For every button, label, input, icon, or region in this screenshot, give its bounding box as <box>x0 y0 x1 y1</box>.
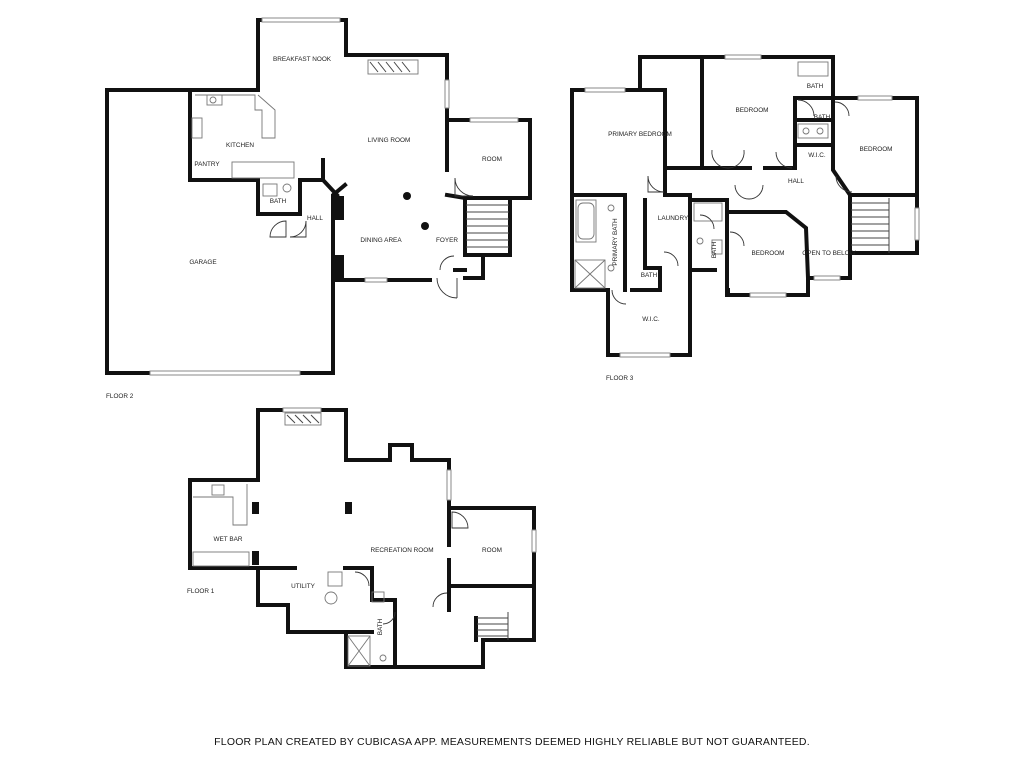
room-label-bedroom-3: BEDROOM <box>751 250 784 257</box>
room-label-laundry: LAUNDRY <box>658 215 689 222</box>
room-label-bath-1: BATH <box>807 83 824 90</box>
room-label-pantry: PANTRY <box>194 161 220 168</box>
room-label-hall: HALL <box>788 178 804 185</box>
room-label-kitchen: KITCHEN <box>226 142 254 149</box>
room-label-foyer: FOYER <box>436 237 458 244</box>
room-label-recreation-room: RECREATION ROOM <box>370 547 433 554</box>
room-label-utility: UTILITY <box>291 583 316 590</box>
floor-3-plan: PRIMARY BEDROOM BEDROOM BATH BATH W.I.C.… <box>570 54 920 382</box>
disclaimer-footer: FLOOR PLAN CREATED BY CUBICASA APP. MEAS… <box>214 736 810 748</box>
room-label-bath-4: BATH <box>711 241 718 258</box>
room-label-room: ROOM <box>482 156 502 163</box>
room-label-wet-bar: WET BAR <box>214 536 243 543</box>
room-label-bath: BATH <box>377 618 384 635</box>
room-label-room: ROOM <box>482 547 502 554</box>
room-label-living-room: LIVING ROOM <box>368 137 411 144</box>
floor-label: FLOOR 1 <box>187 588 215 595</box>
room-label-bath-3: BATH <box>641 272 658 279</box>
room-label-bedroom-2: BEDROOM <box>859 146 892 153</box>
room-label-garage: GARAGE <box>189 259 216 266</box>
floor-label: FLOOR 2 <box>106 393 134 400</box>
room-label-wic-2: W.I.C. <box>642 316 660 323</box>
room-label-wic-1: W.I.C. <box>808 152 826 159</box>
floor-label: FLOOR 3 <box>606 375 634 382</box>
room-label-dining-area: DINING AREA <box>360 237 402 244</box>
room-label-primary-bedroom: PRIMARY BEDROOM <box>608 131 672 138</box>
room-label-bedroom-1: BEDROOM <box>735 107 768 114</box>
room-label-breakfast-nook: BREAKFAST NOOK <box>273 56 332 63</box>
floor-1-plan: WET BAR RECREATION ROOM ROOM UTILITY BAT… <box>187 407 537 669</box>
floor-2-plan: BREAKFAST NOOK KITCHEN PANTRY LIVING ROO… <box>105 17 532 400</box>
room-label-open-to-below: OPEN TO BELOW <box>802 250 856 257</box>
room-label-bath-2: BATH <box>814 114 831 121</box>
room-label-primary-bath: PRIMARY BATH <box>612 218 619 266</box>
room-label-bath: BATH <box>270 198 287 205</box>
room-label-hall: HALL <box>307 215 323 222</box>
